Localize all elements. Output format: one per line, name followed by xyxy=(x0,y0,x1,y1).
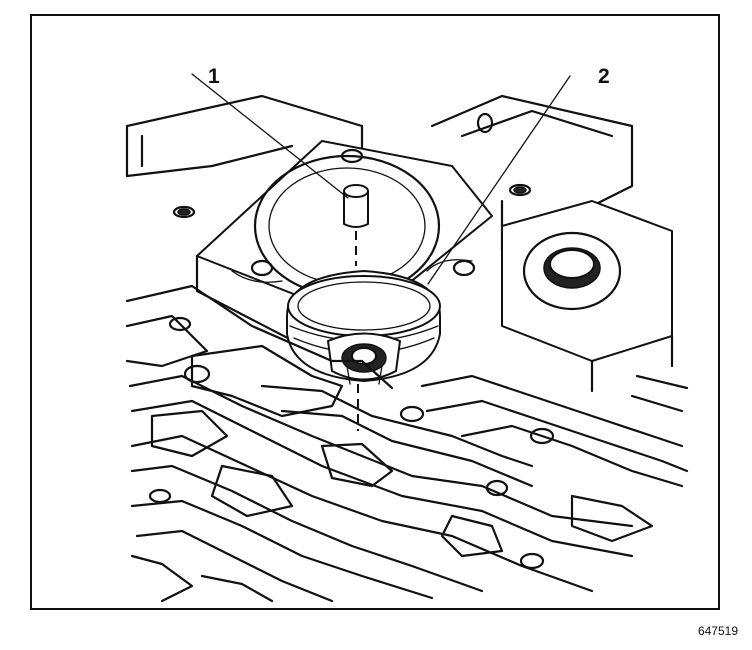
upper-left-housing xyxy=(125,94,364,219)
valve-body-illustration xyxy=(125,73,689,603)
valve-body-channels xyxy=(125,284,689,603)
upper-right-housing xyxy=(430,94,634,253)
figure-number: 647519 xyxy=(697,624,738,638)
leader-line-1 xyxy=(191,73,349,199)
right-block xyxy=(501,200,674,393)
spring-pin xyxy=(343,184,369,228)
accumulator-housing xyxy=(195,140,493,363)
callout-label-1: 1 xyxy=(208,65,220,88)
callout-label-2: 2 xyxy=(598,65,610,88)
bolt-hole xyxy=(172,205,196,219)
illustration-frame: 1 2 xyxy=(30,14,720,610)
leader-line-2 xyxy=(427,75,571,285)
accumulator-piston xyxy=(286,270,441,385)
